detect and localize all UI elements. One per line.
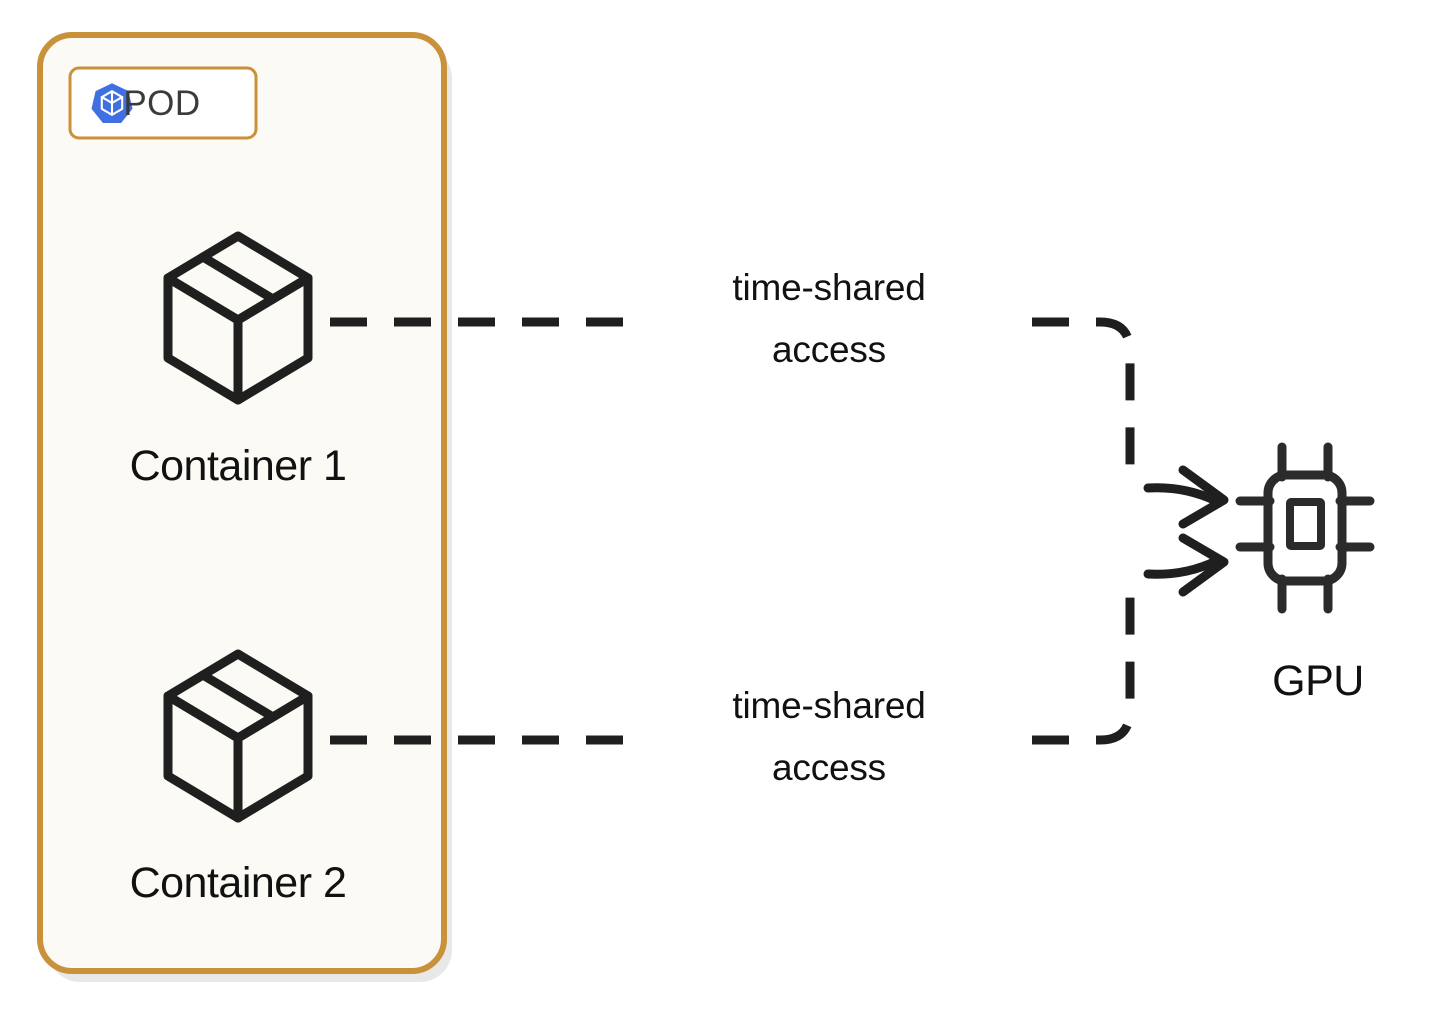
connection-2[interactable]: time-shared access — [330, 533, 1229, 788]
pod-badge-label: POD — [123, 84, 200, 123]
connection-2-label-line1: time-shared — [732, 685, 925, 726]
gpu-node[interactable]: GPU — [1240, 447, 1370, 705]
connection-2-dashed-elbow — [1032, 592, 1135, 745]
gpu-label: GPU — [1272, 657, 1364, 705]
connection-2-label-line2: access — [772, 747, 886, 788]
pod-badge[interactable]: POD — [68, 66, 258, 140]
pod-panel[interactable] — [37, 32, 452, 982]
connection-1-arrow-head — [1178, 465, 1229, 529]
connection-1-label-line2: access — [772, 329, 886, 370]
container-1-label: Container 1 — [130, 442, 347, 490]
container-1-node[interactable]: Container 1 — [130, 236, 347, 490]
connection-1-arrow-shaft — [1143, 483, 1221, 506]
connection-1-dashed-elbow — [1032, 317, 1135, 470]
container-2-label: Container 2 — [130, 859, 347, 907]
pod-panel-frame — [37, 32, 447, 974]
connection-1[interactable]: time-shared access — [330, 267, 1229, 529]
connection-2-arrow-shaft — [1143, 556, 1221, 579]
cpu-chip-icon — [1240, 447, 1370, 609]
connection-1-label-line1: time-shared — [732, 267, 925, 308]
connection-2-arrow-head — [1178, 533, 1229, 597]
container-2-node[interactable]: Container 2 — [130, 654, 347, 907]
